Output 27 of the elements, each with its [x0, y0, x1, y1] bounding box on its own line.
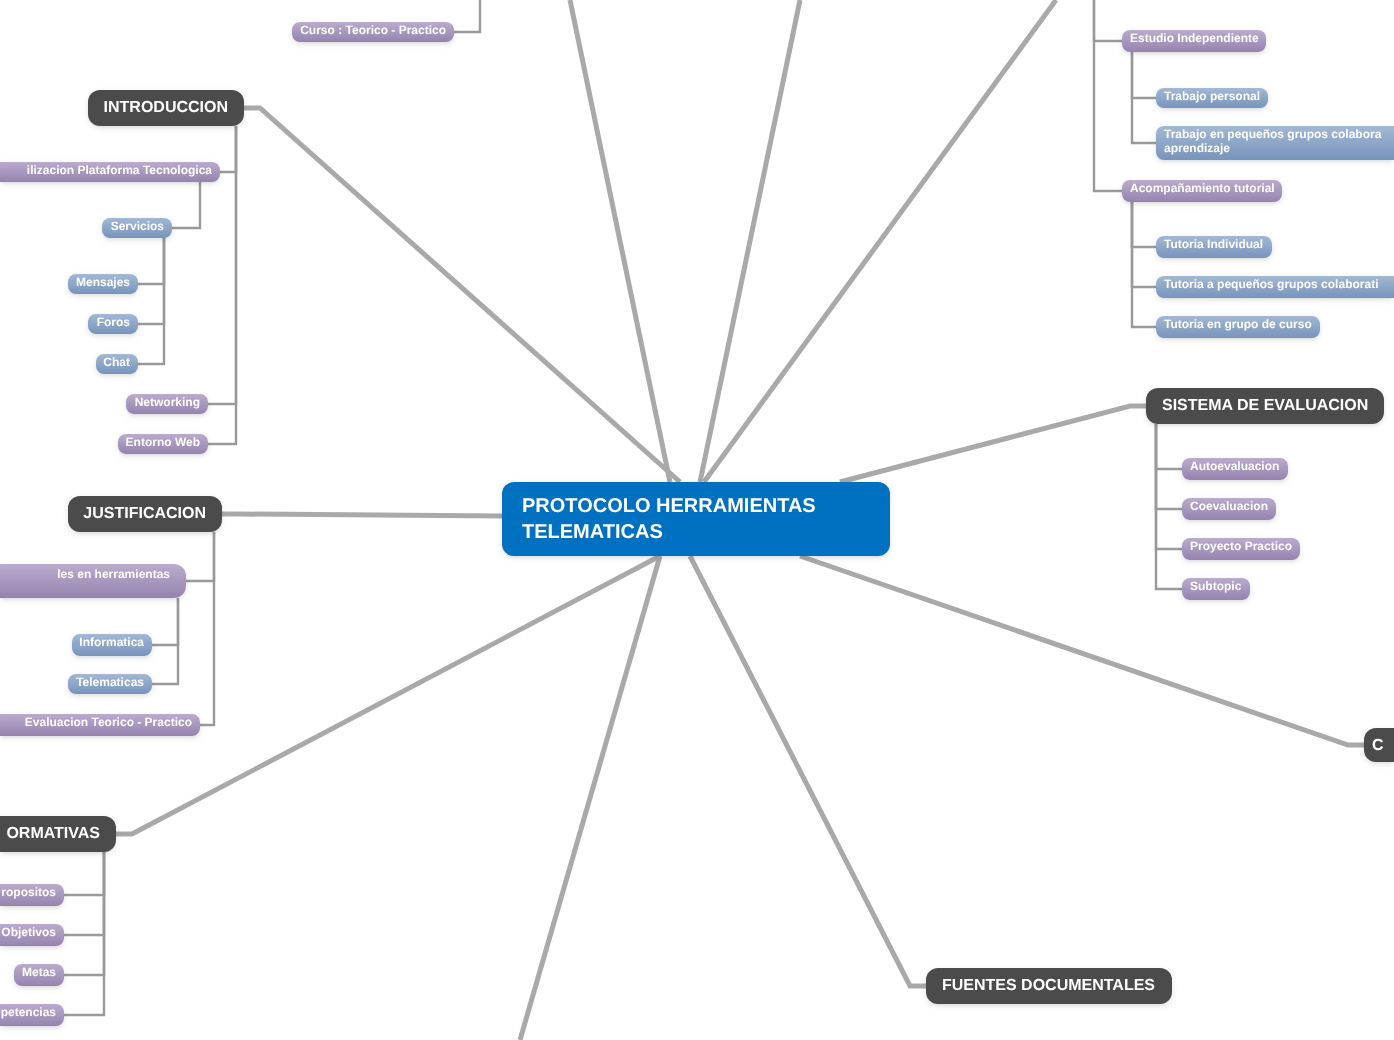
main-topic: SISTEMA DE EVALUACION — [1146, 388, 1385, 424]
connector-line — [687, 554, 926, 989]
connector-line — [222, 511, 502, 519]
connector-line — [244, 105, 682, 484]
connector-line — [517, 555, 663, 1040]
connector-line — [799, 553, 1364, 748]
main-topic: ORMATIVAS — [0, 816, 116, 852]
connector-line — [567, 0, 673, 483]
main-topic: C — [1364, 728, 1394, 762]
connector-line — [152, 598, 180, 686]
connector-line — [1130, 202, 1156, 329]
connector-line — [172, 182, 202, 230]
connector-line — [138, 238, 166, 366]
main-topic: FUENTES DOCUMENTALES — [926, 968, 1172, 1004]
connector-line — [1154, 424, 1182, 591]
connector-line — [64, 852, 106, 1017]
connector-line — [1092, 0, 1122, 193]
central-topic: PROTOCOLO HERRAMIENTAS TELEMATICAS — [502, 482, 890, 556]
connector-line — [697, 0, 803, 483]
connector-line — [454, 0, 482, 34]
connector-line — [839, 403, 1146, 485]
connector-line — [116, 553, 662, 837]
connector-line — [1130, 52, 1156, 145]
connector-line — [200, 532, 216, 727]
main-topic: JUSTIFICACION — [67, 496, 222, 532]
main-topic: INTRODUCCION — [87, 90, 244, 126]
connector-line — [702, 0, 1058, 484]
